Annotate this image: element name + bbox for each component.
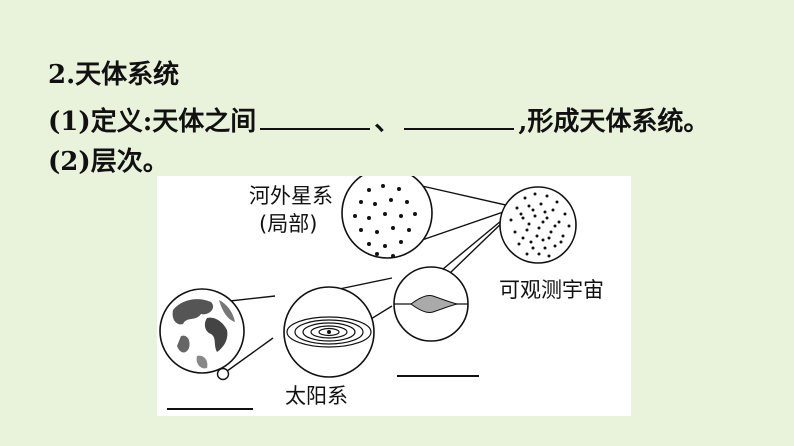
milky-way-circle: [393, 266, 469, 342]
solar-system-circle: [283, 286, 375, 378]
answer-blank-2[interactable]: [404, 104, 515, 130]
hierarchy-diagram: 河外星系 (局部) 可观测宇宙 太阳系: [157, 176, 631, 416]
section-heading: 2.天体系统: [48, 60, 180, 90]
definition-suffix: ,形成天体系统。: [518, 107, 710, 137]
answer-blank-1[interactable]: [260, 104, 371, 130]
definition-separator: 、: [374, 107, 401, 137]
galaxy-dots: [353, 184, 417, 258]
label-other-galaxy-line1: 河外星系: [249, 184, 333, 208]
label-solar-system: 太阳系: [285, 384, 348, 408]
definition-prefix: (1)定义:天体之间: [48, 107, 257, 137]
label-observable-universe: 可观测宇宙: [499, 278, 604, 302]
universe-dots: [509, 192, 571, 258]
other-galaxies-circle: [341, 176, 433, 259]
definition-line: (1)定义:天体之间 、 ,形成天体系统。: [48, 104, 709, 137]
diagram-drawing: [159, 176, 577, 410]
label-other-galaxy-line2: (局部): [259, 212, 318, 236]
earth-globe: [159, 288, 245, 374]
levels-line: (2)层次。: [48, 147, 169, 177]
earth-moon-system-marker: [216, 367, 230, 381]
observable-universe-circle: [499, 186, 577, 264]
